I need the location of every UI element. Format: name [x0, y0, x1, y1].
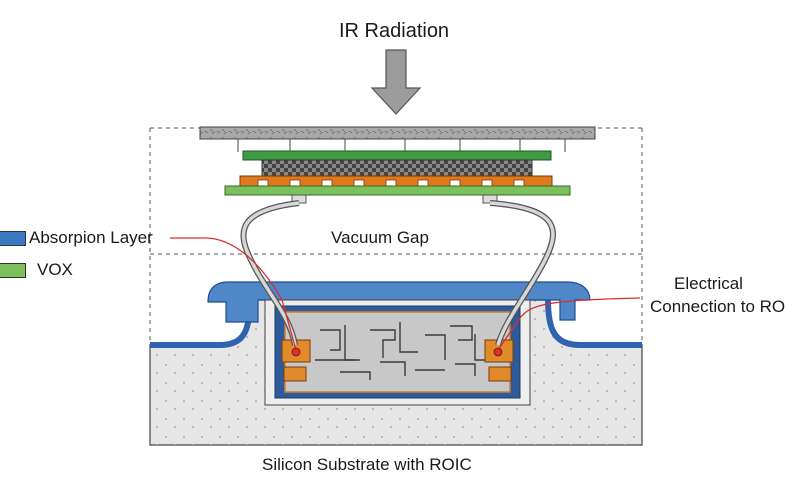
support-legs — [240, 200, 556, 346]
vox-layer-top — [242, 150, 552, 161]
vox-layer-bottom — [224, 185, 571, 196]
connection-label-line2: Connection to RO — [650, 297, 786, 316]
connection-label-line1: Electrical — [674, 274, 743, 293]
pointer-lines — [170, 237, 641, 351]
absorber-stack — [199, 126, 596, 204]
legend-swatch-absorption — [0, 231, 26, 246]
vacuum-gap-label: Vacuum Gap — [331, 228, 429, 247]
diagram-title: IR Radiation — [339, 20, 450, 42]
contact-dot-left — [291, 347, 301, 357]
absorption-layer-top — [199, 126, 596, 140]
legend-swatch-vox — [0, 263, 26, 278]
blue-cap — [207, 281, 591, 323]
hatched-layer — [261, 159, 533, 179]
legend-label-vox: VOX — [37, 260, 73, 279]
ir-arrow-icon — [370, 49, 422, 115]
contact-dot-right — [493, 347, 503, 357]
substrate-label: Silicon Substrate with ROIC — [262, 455, 472, 474]
legend-label-absorption: Absorpion Layer — [29, 228, 153, 247]
roic-chip — [264, 299, 531, 406]
